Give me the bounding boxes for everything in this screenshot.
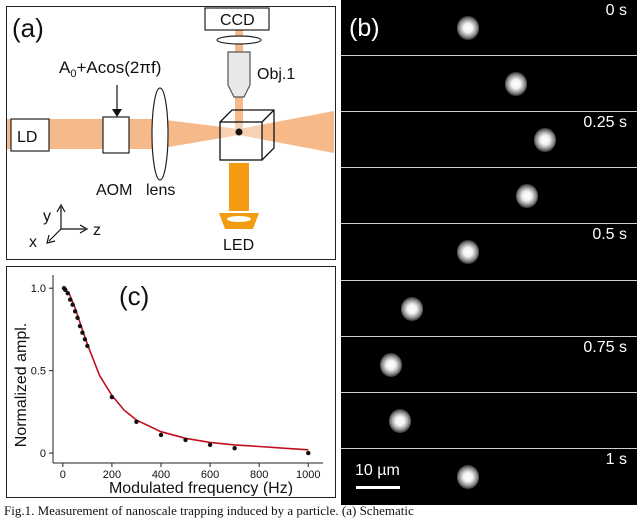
schematic-svg: LD A0+Acos(2πf) AOM lens CCD Obj.1 LED — [7, 7, 334, 254]
sample-cube — [219, 109, 275, 161]
image-frame — [341, 280, 637, 337]
data-point — [80, 330, 85, 335]
laser-beam — [7, 111, 334, 153]
x-tick-label: 1000 — [296, 469, 320, 481]
panel-c-chart: (c) Normalized ampl. Modulated frequency… — [6, 266, 336, 498]
data-point — [63, 287, 68, 293]
obj-label: Obj.1 — [257, 66, 295, 83]
image-frame: 0.25 s — [341, 112, 637, 169]
y-tick-label: 1.0 — [31, 283, 46, 295]
particle-spot — [457, 16, 480, 41]
ld-box — [10, 118, 50, 152]
data-point — [134, 419, 139, 424]
data-point — [158, 432, 164, 438]
particle-spot — [534, 128, 557, 153]
time-label: 0.5 s — [592, 226, 627, 244]
x-tick-label: 400 — [152, 469, 170, 481]
particle-spot — [389, 408, 412, 433]
chart-ylabel: Normalized ampl. — [13, 323, 30, 447]
axis-y-label: y — [43, 208, 51, 225]
scale-bar — [356, 486, 400, 489]
particle-spot — [401, 296, 424, 321]
figure-caption: Fig.1. Measurement of nanoscale trapping… — [4, 503, 414, 518]
image-frame: 0 s — [341, 0, 637, 57]
y-tick-label: 0 — [40, 448, 46, 460]
aom-box — [102, 116, 130, 154]
led-bulb-highlight — [227, 216, 251, 222]
image-frame — [341, 56, 637, 113]
aom-label: AOM — [96, 182, 132, 199]
time-label: 0.75 s — [583, 338, 627, 356]
data-point — [85, 343, 90, 349]
objective — [227, 51, 251, 98]
data-point — [82, 337, 88, 342]
scale-bar-label: 10 µm — [355, 462, 400, 479]
coordinate-axes — [46, 203, 89, 244]
modulation-label: A0+Acos(2πf) — [59, 58, 161, 80]
particle-spot — [516, 184, 539, 209]
particle-spot — [457, 464, 480, 489]
data-point — [306, 450, 311, 456]
panel-a-label: (a) — [12, 13, 44, 43]
x-tick-label: 200 — [103, 469, 121, 481]
chart-plot-area: 0 200 400 600 800 1000 0 0.5 1.0 — [31, 275, 323, 481]
image-frame: 0.5 s — [341, 224, 637, 281]
ccd-label: CCD — [220, 12, 255, 29]
image-frame: 1 s — [341, 448, 637, 505]
frequency-response-chart: (c) Normalized ampl. Modulated frequency… — [13, 275, 323, 497]
trapped-particle — [235, 128, 243, 136]
data-point — [183, 437, 188, 443]
ld-label: LD — [17, 129, 37, 146]
ccd-box — [204, 7, 270, 31]
data-point — [65, 290, 70, 296]
lens-label: lens — [146, 182, 175, 199]
panel-b-label: (b) — [349, 14, 380, 42]
particle-spot — [457, 240, 480, 265]
data-point — [77, 323, 83, 329]
time-label: 0.25 s — [583, 114, 627, 132]
data-point — [207, 442, 213, 448]
modulation-arrowhead — [112, 109, 122, 117]
axis-z-label: z — [93, 222, 101, 239]
x-tick-label: 600 — [201, 469, 219, 481]
data-point — [75, 315, 80, 321]
image-frame: 0.75 s — [341, 336, 637, 393]
particle-spot — [504, 72, 527, 97]
data-point — [72, 309, 78, 314]
led-light — [229, 163, 249, 211]
x-tick-label: 0 — [60, 469, 66, 481]
time-label: 0 s — [605, 2, 627, 20]
panel-c-label: (c) — [119, 281, 149, 311]
tube-lens — [216, 35, 262, 45]
data-point — [109, 394, 115, 400]
led-label: LED — [223, 237, 254, 254]
time-label: 1 s — [605, 450, 627, 468]
image-frame — [341, 392, 637, 449]
x-tick-label: 800 — [250, 469, 268, 481]
fit-curve — [62, 287, 309, 451]
particle-spot — [380, 352, 403, 377]
data-point — [232, 445, 237, 451]
panel-b-image-sequence: 0 s 0.25 s 0.5 s 0.75 s 1 s (b) 10 µm — [341, 0, 637, 505]
chart-xlabel: Modulated frequency (Hz) — [109, 480, 293, 496]
axis-x-label: x — [29, 234, 37, 251]
lens — [151, 87, 169, 181]
panel-a-schematic: LD A0+Acos(2πf) AOM lens CCD Obj.1 LED — [6, 6, 336, 260]
image-frame — [341, 168, 637, 225]
data-point — [67, 297, 73, 302]
y-tick-label: 0.5 — [31, 366, 46, 378]
data-point — [70, 302, 75, 307]
